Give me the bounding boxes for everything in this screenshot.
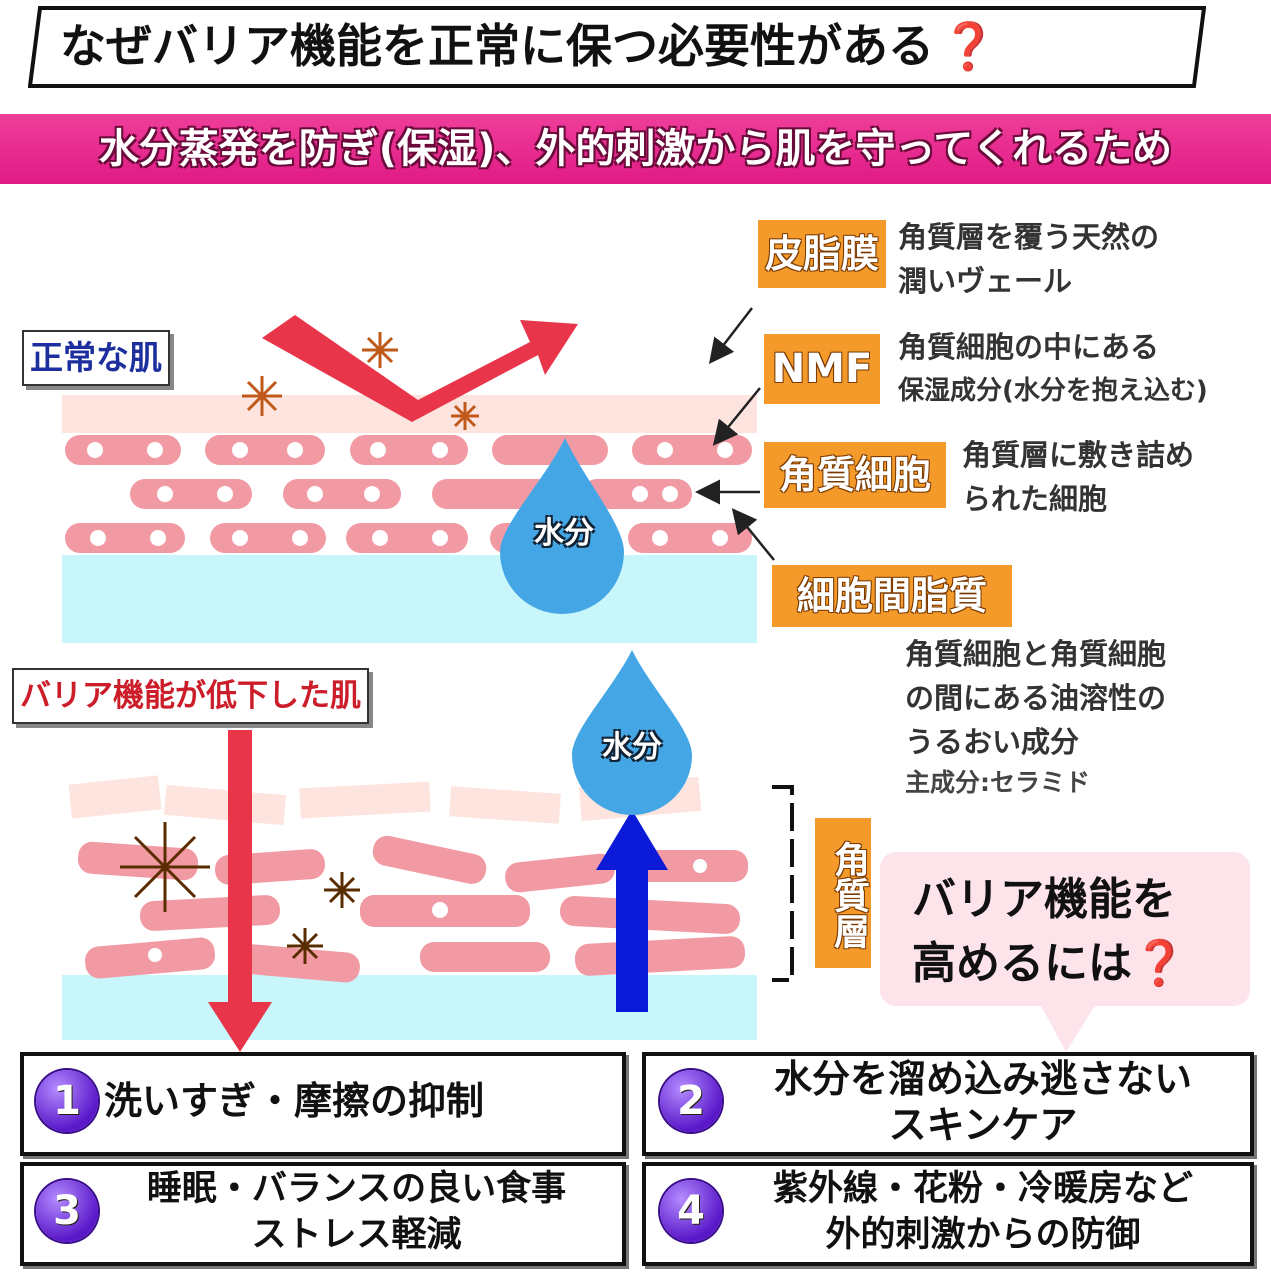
question-mark-icon-callout: ❓ (1132, 938, 1187, 989)
normal-skin-label: 正常な肌 (22, 330, 170, 386)
tip-box-4 (642, 1162, 1254, 1266)
callout-text: バリア機能を 高めるには❓ (912, 874, 1187, 989)
tag-intercellular-lipid: 細胞間脂質 (772, 565, 1012, 627)
water-drop-icon (500, 438, 624, 614)
irritant-sparkle-icons-lower (120, 822, 360, 964)
tip-text-2: 水分を溜め込み逃さないスキンケア (773, 1057, 1192, 1147)
tip-number-1: 1 (36, 1070, 98, 1132)
water-drop-icon-lower (572, 650, 692, 815)
tip-number-3: 3 (36, 1180, 98, 1242)
desc-corneocyte: 角質層に敷き詰められた細胞 (962, 438, 1195, 516)
pointer-arrows (695, 307, 775, 561)
tag-sebum-film: 皮脂膜 (758, 220, 886, 288)
deflected-irritant-arrow (262, 315, 578, 422)
tag-nmf: NMF (764, 334, 880, 404)
callout-bubble (880, 852, 1250, 1006)
page-title: なぜバリア機能を正常に保つ必要性がある❓ (60, 19, 998, 73)
question-mark-icon: ❓ (940, 19, 998, 73)
tip-number-4: 4 (660, 1180, 722, 1242)
desc-nmf: 角質細胞の中にある保湿成分(水分を抱え込む) (898, 330, 1208, 406)
tag-corneocyte: 角質細胞 (764, 442, 946, 508)
water-escape-arrow-up (596, 810, 668, 1012)
tip-text-3: 睡眠・バランスの良い食事ストレス軽減 (146, 1169, 567, 1255)
stratum-bracket (772, 785, 794, 982)
water-label-lower: 水分 (602, 730, 662, 765)
damaged-skin-label: バリア機能が低下した肌 (12, 668, 369, 724)
irritant-sparkle-icons (242, 332, 479, 430)
water-label-upper: 水分 (534, 516, 594, 551)
tip-text-1: 洗いすぎ・摩擦の抑制 (104, 1079, 485, 1123)
tip-number-2: 2 (660, 1070, 722, 1132)
tip-box-1 (20, 1052, 626, 1156)
tip-box-3 (20, 1162, 626, 1266)
title-frame (28, 6, 1206, 88)
desc-sebum-film: 角質層を覆う天然の潤いヴェール (898, 220, 1160, 298)
tip-box-2 (642, 1052, 1254, 1156)
skin-illustration (62, 307, 1096, 1052)
subtitle-text: 水分蒸発を防ぎ(保湿)、外的刺激から肌を守ってくれるため (98, 126, 1173, 172)
irritant-arrow-down (208, 730, 272, 1052)
subtitle-banner (0, 114, 1271, 184)
tip-text-4: 紫外線・花粉・冷暖房など外的刺激からの防御 (772, 1169, 1193, 1255)
tag-stratum-corneum: 角質層 (815, 818, 871, 968)
callout-tail (1040, 1004, 1096, 1052)
ceramide-note: 主成分:セラミド (905, 768, 1090, 797)
desc-intercellular-lipid: 角質細胞と角質細胞の間にある油溶性のうるおい成分 主成分:セラミド (905, 632, 1245, 802)
normal-skin-layers (62, 315, 757, 643)
